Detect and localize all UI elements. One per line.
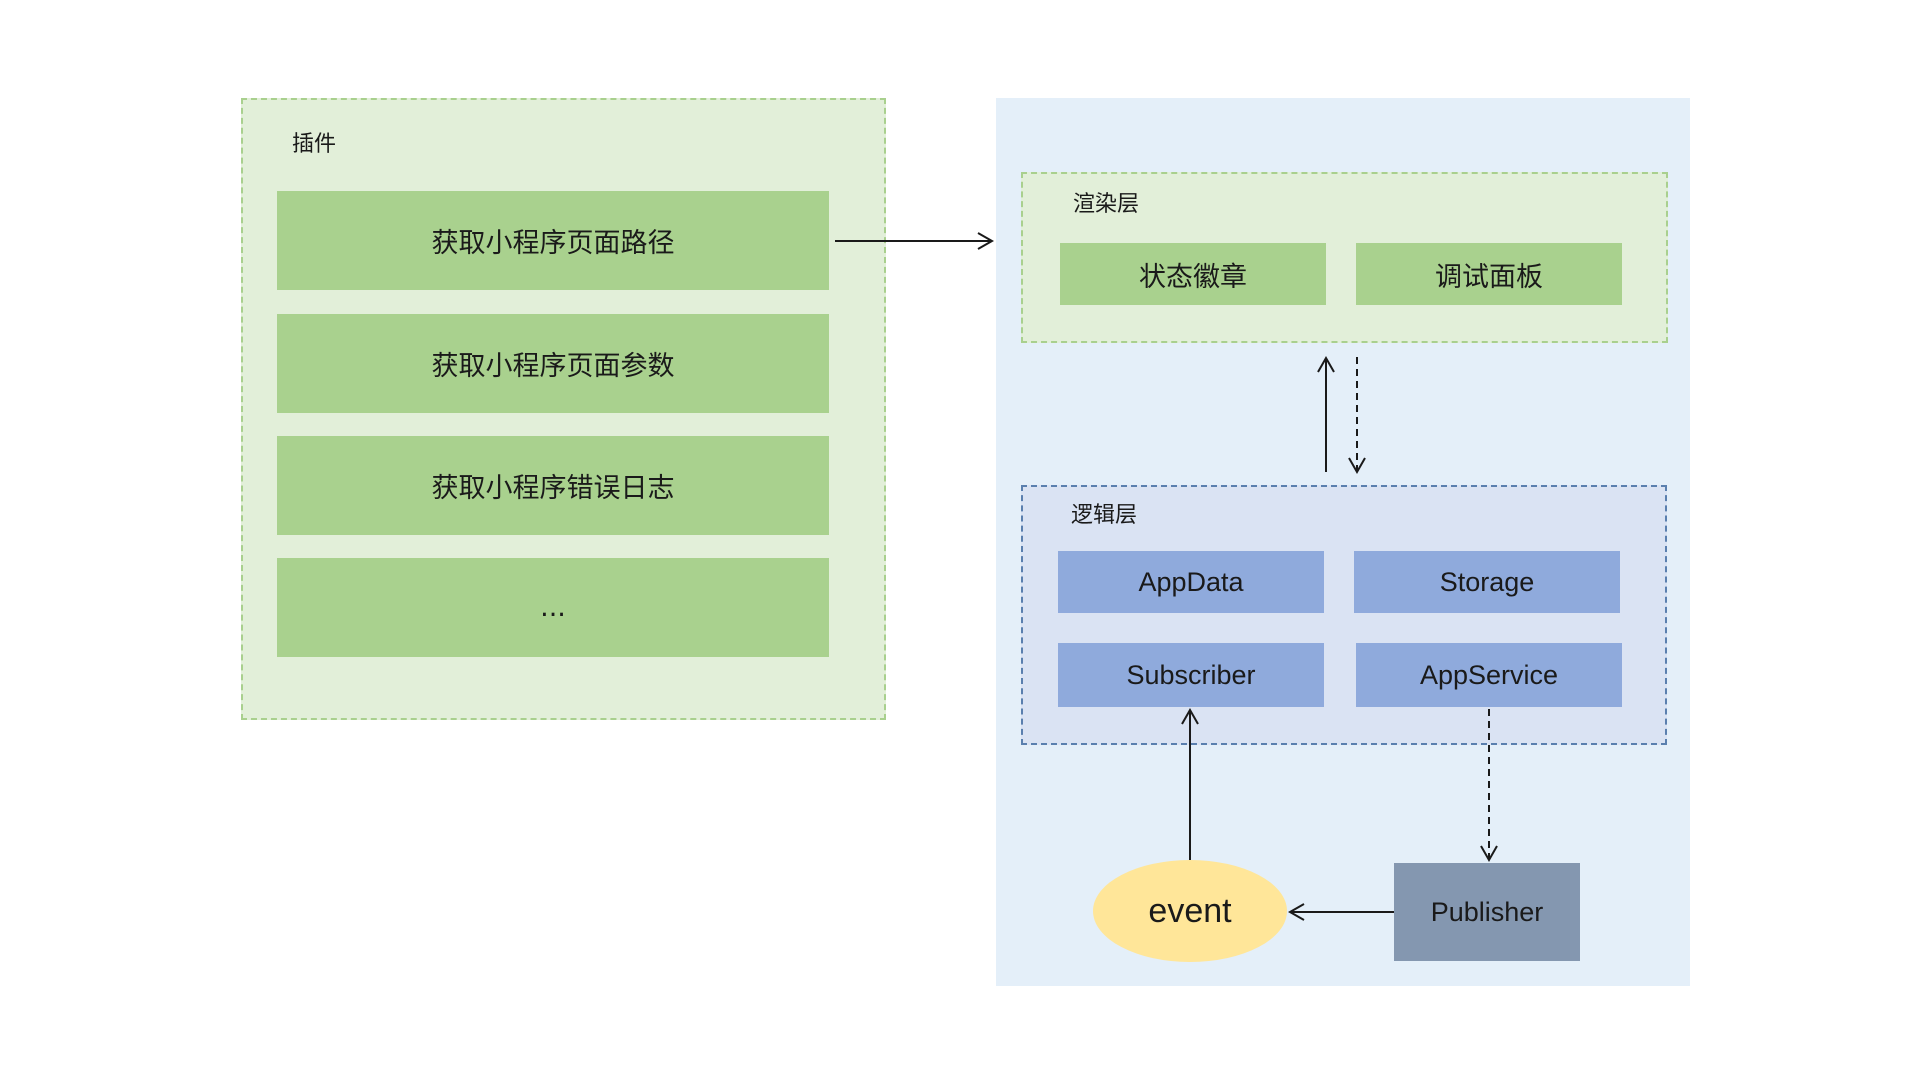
plugin-item-page-path[interactable]: 获取小程序页面路径 [277,191,829,290]
storage-node[interactable]: Storage [1354,551,1620,613]
plugin-item-more[interactable]: ... [277,558,829,657]
appdata-node[interactable]: AppData [1058,551,1324,613]
plugin-title: 插件 [292,132,337,157]
plugin-item-error-log[interactable]: 获取小程序错误日志 [277,436,829,535]
arrow-plugin-to-render-head [977,232,995,250]
appservice-node[interactable]: AppService [1356,643,1622,707]
logic-layer-title: 逻辑层 [1071,503,1138,528]
status-badge-node[interactable]: 状态徽章 [1060,243,1326,305]
event-node[interactable]: event [1093,860,1287,962]
arrow-publisher-to-event-head [1287,903,1305,921]
arrow-appservice-to-publisher-head [1480,845,1498,863]
debug-panel-node[interactable]: 调试面板 [1356,243,1622,305]
publisher-node[interactable]: Publisher [1394,863,1580,961]
arrow-logic-to-render-head [1317,355,1335,373]
render-layer-title: 渲染层 [1073,192,1140,217]
subscriber-node[interactable]: Subscriber [1058,643,1324,707]
arrow-event-to-subscriber-head [1181,707,1199,725]
arrow-render-to-logic-head [1348,457,1366,475]
plugin-item-page-params[interactable]: 获取小程序页面参数 [277,314,829,413]
